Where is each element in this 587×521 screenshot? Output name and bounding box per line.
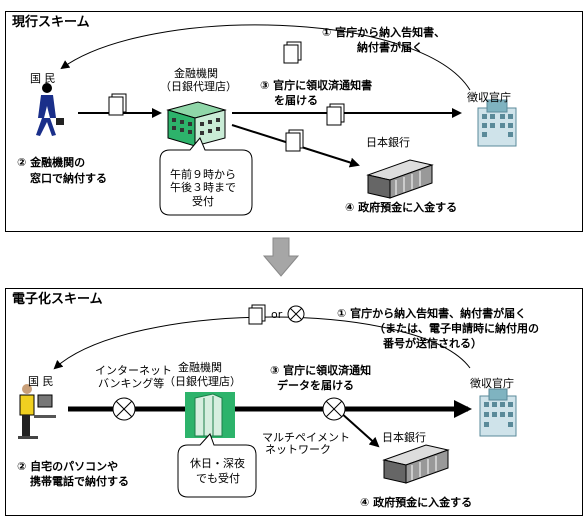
bubble-text-3: 受付 [192,195,214,208]
citizen-label: 国 民 [30,72,56,85]
notice-curve-arrow [60,24,471,91]
network-label-2: ネットワーク [265,443,331,456]
step4-label: ④ 政府預金に入金する [345,201,458,214]
step1-label-5: 番号が送信される） [383,337,482,350]
transition-arrow-icon [262,237,300,277]
deposit-arrow-2 [339,411,380,448]
citizen-figure-icon [36,83,64,136]
notice-curve-arrow-2 [53,316,471,370]
bank-building-icon [166,101,227,147]
boj-building-icon-2 [382,444,450,484]
bubble-shape-2 [177,433,257,498]
internet-label-2: バンキング等 [98,377,165,390]
citizen-label-2: 国 民 [28,375,54,388]
bubble-text-5: でも受付 [196,472,240,485]
electronic-scheme-title: 電子化スキーム [12,292,103,307]
step1-label-4: （または、電子申請時に納付用の [374,322,539,335]
or-label: or [271,308,283,321]
network-node-icon [112,305,346,421]
office-label-2: 徴収官庁 [470,377,514,390]
bubble-shape [159,137,253,216]
document-icon-2 [248,304,266,325]
boj-label-2: 日本銀行 [382,431,426,444]
current-scheme-title: 現行スキーム [12,15,90,30]
bank-name-label-2: 金融機関 [178,361,222,374]
step4-label-2: ④ 政府預金に入金する [360,496,473,509]
step1-label: ① 官庁から納入告知書、 [322,26,446,39]
document-icon [108,41,345,152]
step2-label-2: 窓口で納付する [30,172,107,185]
step3-label-4: データを届ける [277,379,354,392]
office-building-icon [477,99,517,147]
network-label: マルチペイメント [262,431,350,444]
step3-label-2: を届ける [274,94,318,107]
bank-building-icon-2 [185,392,235,438]
step2-label: ② 金融機関の [17,156,86,169]
internet-label: インターネット [95,364,172,377]
boj-building-icon [366,159,434,199]
bank-sub-label-2: （日銀代理店） [164,375,241,388]
bubble-text: 午前９時から [170,168,236,181]
step2-label-3: ② 自宅のパソコンや [17,460,119,473]
bank-sub-label: （日銀代理店） [160,80,237,93]
step3-label-3: ③ 官庁に領収済通知 [270,364,372,377]
boj-label: 日本銀行 [366,136,410,149]
step1-label-2: 納付書が届く [357,41,423,54]
office-label: 徴収官庁 [467,91,511,104]
office-building-icon-2 [479,388,517,437]
citizen-pc-figure-icon [18,384,56,439]
step2-label-4: 携帯電話で納付する [30,475,129,488]
bank-name-label: 金融機関 [174,67,218,80]
step1-label-3: ① 官庁から納入告知書、納付書が届く [337,307,527,320]
bubble-text-2: 午後３時まで [170,181,236,194]
step3-label: ③ 官庁に領収済通知書 [260,79,373,92]
bubble-text-4: 休日・深夜 [190,457,245,470]
